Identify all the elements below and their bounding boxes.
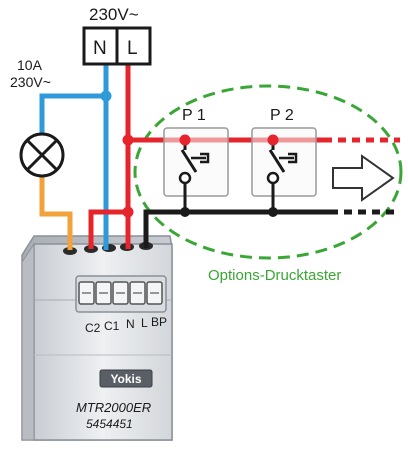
pushbutton-wire — [143, 209, 330, 248]
line-junction-top — [122, 134, 134, 146]
lamp-voltage: 230V~ — [10, 74, 51, 90]
terminal-label-c1: C1 — [104, 319, 120, 333]
options-caption: Options-Drucktaster — [208, 267, 341, 284]
terminal-label-c2: C2 — [85, 321, 101, 335]
pushbutton-p1-label: P 1 — [182, 107, 206, 124]
supply-line-label: L — [127, 38, 138, 59]
module-model: MTR2000ER — [76, 400, 151, 415]
lamp-wire — [39, 176, 73, 250]
module-part-number: 5454451 — [86, 417, 133, 431]
line-junction-bottom — [122, 206, 134, 218]
terminal-block — [78, 281, 163, 305]
terminal-label-l: L — [141, 316, 148, 330]
lamp-current: 10A — [17, 57, 43, 73]
brand-name: Yokis — [110, 372, 141, 386]
terminal-label-n: N — [126, 317, 135, 331]
supply-neutral-label: N — [93, 38, 107, 59]
pushbutton-p2 — [251, 127, 317, 217]
pushbutton-p1 — [163, 127, 229, 217]
supply-voltage: 230V~ — [89, 5, 139, 24]
neutral-junction — [100, 90, 112, 102]
supply-terminal — [82, 26, 152, 66]
arrow-right-icon — [332, 154, 395, 202]
terminal-label-bp: BP — [151, 315, 167, 329]
pushbutton-p2-label: P 2 — [270, 107, 294, 124]
options-outline — [133, 84, 403, 260]
lamp-cross-icon — [19, 132, 65, 178]
line-wire-to-c1 — [88, 209, 128, 249]
neutral-wire-to-lamp — [39, 93, 106, 134]
brand-badge — [99, 369, 153, 388]
